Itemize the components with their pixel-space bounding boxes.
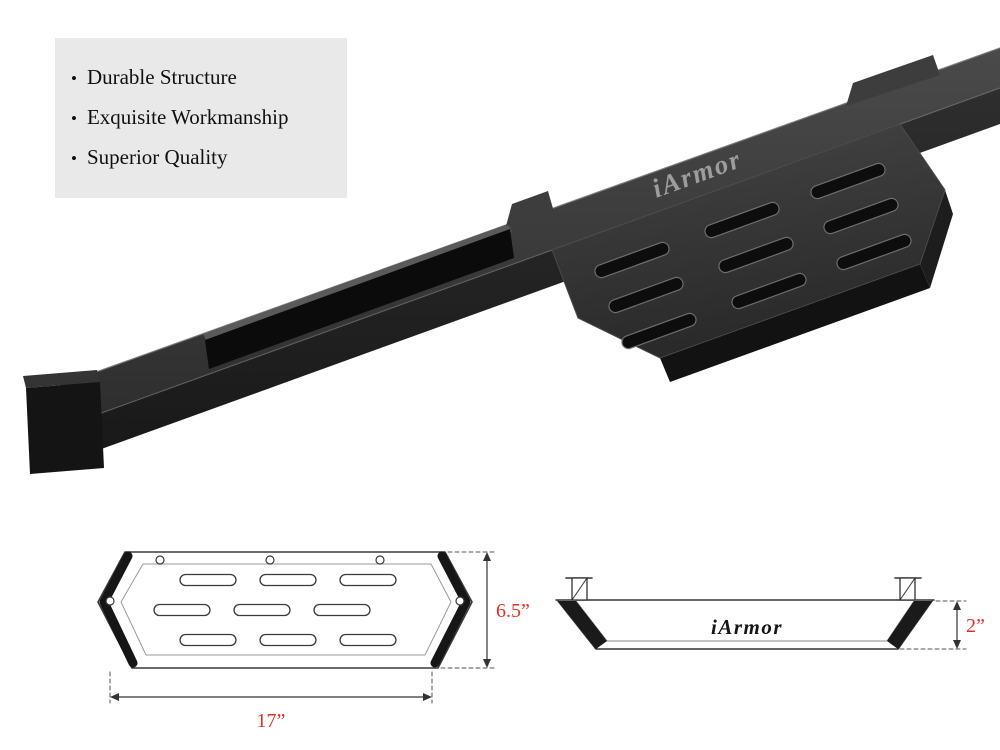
slot-outline (179, 573, 237, 587)
feature-item: Exquisite Workmanship (71, 98, 335, 138)
width-dimension (109, 671, 433, 704)
arrowhead-up (483, 552, 491, 561)
side-view-brand-label: iArmor (711, 615, 783, 639)
recess-rim (203, 224, 512, 342)
bolt-hole (155, 555, 165, 565)
dimension-height-label: 6.5” (496, 600, 530, 622)
bolt-hole (455, 596, 465, 606)
step-slot (704, 201, 780, 239)
feature-text: Exquisite Workmanship (86, 105, 289, 129)
step-slot (731, 272, 807, 310)
top-view-diagram: 6.5” 17” (97, 551, 530, 732)
height-dimension (440, 551, 495, 669)
step-slot (621, 312, 697, 350)
step-pad (551, 123, 953, 382)
arrowhead-left (110, 693, 119, 701)
bracket-hatch (899, 577, 916, 601)
slot-outline (233, 603, 291, 617)
slot-outline (259, 573, 317, 587)
dimension-depth-label: 2” (966, 615, 985, 637)
side-view-left-chamfer (558, 601, 607, 649)
feature-item: Superior Quality (71, 138, 335, 178)
slot-outline (179, 633, 237, 647)
pad-right-chamfer-face (920, 190, 953, 288)
arrowhead-right (423, 693, 432, 701)
side-view-diagram: iArmor 2” (555, 577, 985, 650)
step-slot (594, 241, 670, 279)
product-render: iArmor (23, 47, 1000, 474)
depth-dimension (899, 600, 967, 650)
feature-text: Superior Quality (86, 145, 228, 169)
mount-bracket-right (846, 55, 940, 106)
arrowhead-up (953, 601, 961, 610)
bolt-hole (105, 596, 115, 606)
end-cap-top (23, 370, 100, 388)
bracket-hatch (571, 577, 588, 601)
step-slot (810, 162, 886, 200)
side-view-right-chamfer (887, 601, 932, 649)
slot-outline (259, 633, 317, 647)
side-view-left-bracket (565, 577, 593, 601)
side-view-right-bracket (894, 577, 922, 601)
slot-outline (153, 603, 211, 617)
end-cap-front (26, 382, 104, 474)
pad-slots (594, 162, 912, 350)
feature-item: Durable Structure (71, 58, 335, 98)
mount-bracket-mid (506, 191, 554, 226)
feature-text: Durable Structure (86, 65, 237, 89)
top-view-bolt-holes (105, 555, 465, 606)
step-slot (836, 233, 912, 271)
step-slot (718, 236, 794, 274)
slot-outline (339, 573, 397, 587)
top-view-slots (153, 573, 397, 647)
recess-opening (205, 229, 514, 369)
arrowhead-down (483, 659, 491, 668)
bolt-hole (375, 555, 385, 565)
dimension-width-label: 17” (257, 710, 286, 732)
top-view-inner-edge (120, 563, 452, 656)
arrowhead-down (953, 640, 961, 649)
step-slot (608, 276, 684, 314)
bolt-hole (265, 555, 275, 565)
pad-front-face (660, 264, 930, 382)
step-slot (823, 197, 899, 235)
slot-outline (313, 603, 371, 617)
features-panel: Durable Structure Exquisite Workmanship … (55, 38, 347, 198)
top-view-right-end-band (430, 551, 471, 668)
top-view-left-end-band (99, 551, 138, 668)
slot-outline (339, 633, 397, 647)
